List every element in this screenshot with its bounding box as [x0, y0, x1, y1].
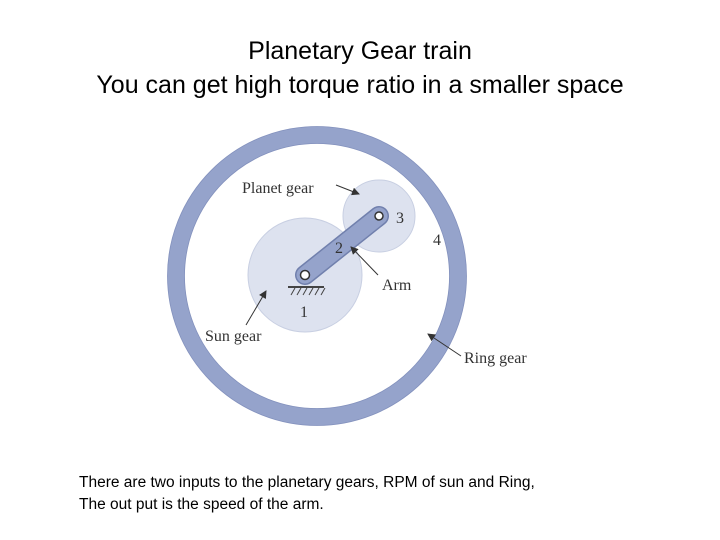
- arm-face: [296, 207, 388, 284]
- sun-gear-label: Sun gear: [205, 328, 262, 345]
- ring-gear-inner-edge: [184, 143, 450, 409]
- planet-gear-arrow: [335, 184, 360, 196]
- arm-label: Arm: [382, 277, 412, 294]
- title-line-2: You can get high torque ratio in a small…: [96, 71, 624, 99]
- planet-pivot: [374, 211, 384, 221]
- planet-number: 3: [396, 210, 404, 227]
- sun-gear-arrow: [245, 290, 267, 326]
- ring-gear: [167, 126, 467, 426]
- arm-arrow: [350, 246, 379, 276]
- title-line-1: Planetary Gear train: [248, 37, 472, 65]
- sun-pivot: [299, 269, 311, 281]
- planet-gear-label: Planet gear: [242, 180, 314, 197]
- sun-number: 1: [300, 304, 308, 321]
- arm-number: 2: [335, 240, 343, 257]
- ring-gear-arrow: [427, 333, 462, 357]
- ring-gear-label: Ring gear: [464, 350, 527, 367]
- ring-gear-outer-edge: [167, 126, 467, 426]
- ground-support: [288, 286, 326, 296]
- ring-number: 4: [433, 232, 441, 249]
- caption-line-2: The out put is the speed of the arm.: [79, 496, 324, 513]
- caption-line-1: There are two inputs to the planetary ge…: [79, 474, 535, 491]
